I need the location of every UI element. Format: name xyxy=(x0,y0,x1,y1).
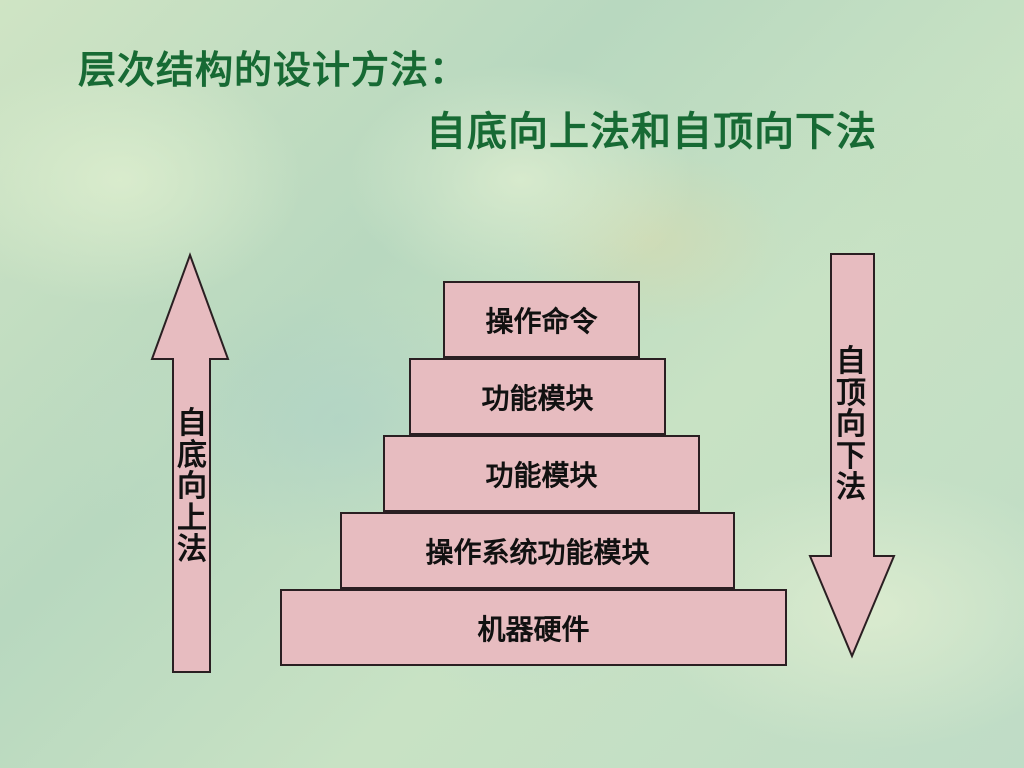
bottom-up-arrow-shape xyxy=(150,252,230,673)
bottom-up-arrow-label: 自底向上法 xyxy=(177,406,207,567)
page-title-line-1: 层次结构的设计方法： xyxy=(78,48,469,92)
layer-os-functional-modules: 操作系统功能模块 xyxy=(340,512,735,589)
layer-operation-commands: 操作命令 xyxy=(443,281,640,358)
layer-functional-module-upper: 功能模块 xyxy=(409,358,666,435)
top-down-arrow-shape xyxy=(808,253,896,659)
layer-machine-hardware: 机器硬件 xyxy=(280,589,787,666)
page-title-line-2: 自底向上法和自顶向下法 xyxy=(426,109,877,155)
layer-functional-module-lower: 功能模块 xyxy=(383,435,700,512)
top-down-arrow-label: 自顶向下法 xyxy=(836,344,866,505)
bottom-up-arrow xyxy=(150,252,230,673)
top-down-arrow xyxy=(808,253,896,659)
